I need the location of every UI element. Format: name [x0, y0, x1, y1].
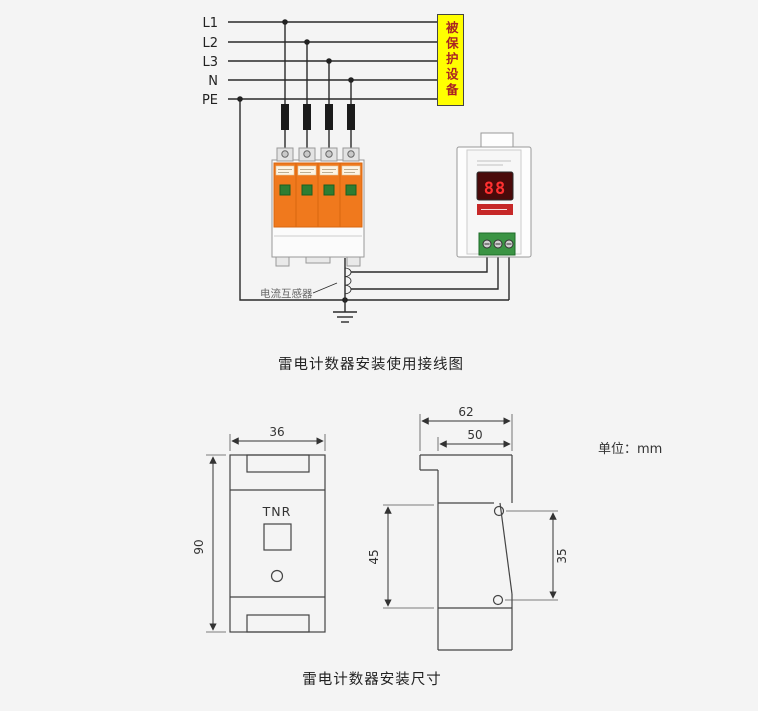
spd-device: [271, 147, 365, 267]
wire-pe-run: [239, 99, 509, 301]
counter-terminal-screws: [482, 239, 514, 249]
junction-dot: [326, 58, 332, 64]
unit-label: 单位：mm: [598, 442, 662, 457]
front-button-hole: [270, 569, 284, 583]
side-profile: [419, 454, 513, 651]
dimension-drawing: TNR 36 90: [192, 405, 662, 688]
counter-digits: 88: [484, 179, 506, 199]
spd-indicator-window: [301, 184, 313, 196]
junction-dot: [237, 96, 243, 102]
junction-dot: [304, 39, 310, 45]
front-top-tab: [246, 454, 310, 473]
wire-counter-2: [351, 255, 499, 290]
spd-indicator-window: [345, 184, 357, 196]
wiring-diagram: L1 L2 L3 N PE: [202, 16, 532, 373]
front-view: TNR 36 90: [192, 425, 326, 633]
dim-depth-50: 50: [467, 428, 482, 442]
lightning-counter: 88: [456, 132, 532, 258]
clip-pivot-top: [493, 505, 505, 517]
fuse-link-3: [325, 104, 333, 130]
bus-label-l1: L1: [202, 16, 218, 31]
protected-equipment-label: 被保护设备: [443, 21, 459, 99]
clip-pivot-bottom: [492, 594, 504, 606]
bus-label-pe: PE: [202, 93, 218, 108]
ct-label: 电流互感器: [260, 287, 313, 300]
bus-label-n: N: [208, 74, 218, 89]
front-bottom-tab: [246, 614, 310, 633]
junction-dot: [348, 77, 354, 83]
dim-recess-45: 45: [367, 549, 381, 564]
ground-symbol: [333, 311, 357, 323]
wire-counter-1: [351, 255, 488, 273]
spd-modules: [273, 162, 363, 228]
dim-width-36: 36: [269, 425, 284, 439]
fuse-link-2: [303, 104, 311, 130]
counter-top-tab: [480, 132, 514, 149]
bus-label-l3: L3: [202, 55, 218, 70]
spd-indicator-window: [279, 184, 291, 196]
fuse-link-4: [347, 104, 355, 130]
dim-clip-35: 35: [555, 548, 569, 563]
bus-label-l2: L2: [202, 36, 218, 51]
side-view: 62 50 45 35: [367, 405, 569, 651]
spd-indicator-window: [323, 184, 335, 196]
dim-height-90: 90: [192, 539, 206, 554]
spd-base: [275, 256, 361, 267]
ct-leader-line: [312, 282, 338, 294]
caption-dimension-drawing: 雷电计数器安装尺寸: [302, 671, 442, 688]
spd-terminals: [276, 147, 360, 162]
protected-equipment-box: 被保护设备: [437, 14, 464, 106]
ct-coil: [344, 267, 352, 295]
device-model-label: TNR: [262, 504, 292, 519]
front-outline: [229, 454, 326, 633]
dim-depth-62: 62: [458, 405, 473, 419]
junction-dot: [282, 19, 288, 25]
counter-display: [476, 171, 514, 201]
caption-wiring-diagram: 雷电计数器安装使用接线图: [278, 356, 464, 373]
front-window: [263, 523, 292, 551]
fuse-link-1: [281, 104, 289, 130]
